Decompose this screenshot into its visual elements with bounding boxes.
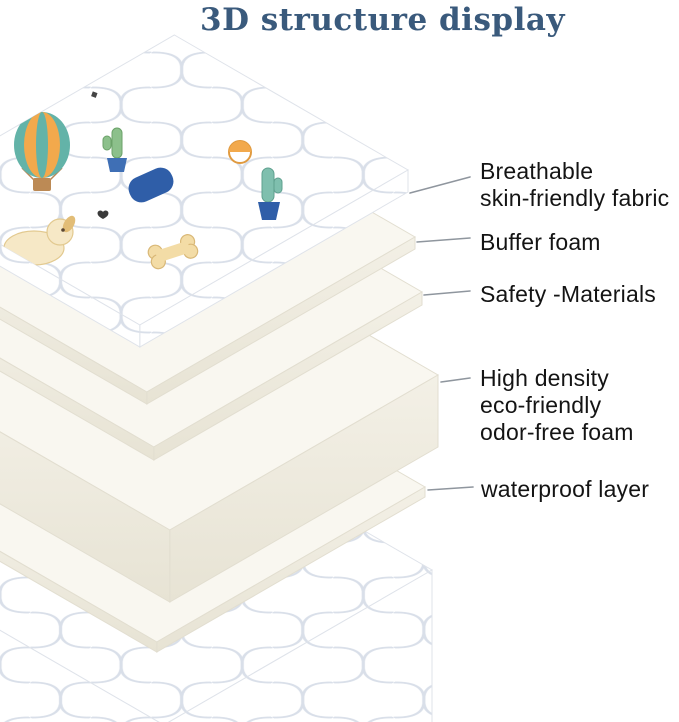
- leader-line-buffer: [416, 237, 471, 243]
- layer-left-face: [0, 357, 155, 461]
- label-line: Safety -Materials: [480, 281, 656, 307]
- heart-speck-icon: [97, 210, 109, 219]
- label-line: odor-free foam: [480, 419, 634, 445]
- label-breathable-fabric: Breathable skin-friendly fabric: [480, 158, 669, 212]
- bone-icon: [147, 234, 199, 270]
- label-buffer-foam: Buffer foam: [480, 229, 601, 256]
- leader-lines: [409, 176, 474, 491]
- pillow-icon: [128, 167, 174, 203]
- label-line: waterproof layer: [481, 476, 650, 502]
- layer-left-face: [0, 306, 148, 405]
- label-line: Buffer foam: [480, 229, 601, 255]
- leader-line-safety: [423, 290, 471, 296]
- label-line: skin-friendly fabric: [480, 185, 670, 211]
- cactus-icon: [102, 127, 127, 172]
- page-title: 3D structure display: [200, 2, 565, 38]
- label-line: High density: [480, 365, 609, 391]
- leader-line-waterproof: [427, 486, 474, 491]
- fabric-print-art: [3, 91, 283, 270]
- leader-line-high-density: [440, 377, 471, 383]
- hot-air-balloon-icon: [14, 112, 70, 191]
- potted-cactus-icon: [258, 167, 283, 220]
- label-waterproof-layer: waterproof layer: [481, 476, 649, 503]
- label-line: Breathable: [480, 158, 594, 184]
- speck-icon: [91, 91, 98, 98]
- layer-left-face: [0, 243, 141, 348]
- leader-line-fabric: [409, 176, 471, 194]
- label-high-density-foam: High density eco-friendly odor-free foam: [480, 365, 634, 446]
- layer-left-face: [0, 550, 158, 653]
- layer-left-face: [0, 431, 171, 603]
- label-line: eco-friendly: [480, 392, 602, 418]
- ball-icon: [228, 140, 252, 164]
- layer-left-face: [0, 629, 160, 722]
- layer-right-face: [167, 569, 433, 722]
- quilted-fabric-top-layer: [0, 34, 409, 348]
- label-safety-materials: Safety -Materials: [480, 281, 656, 308]
